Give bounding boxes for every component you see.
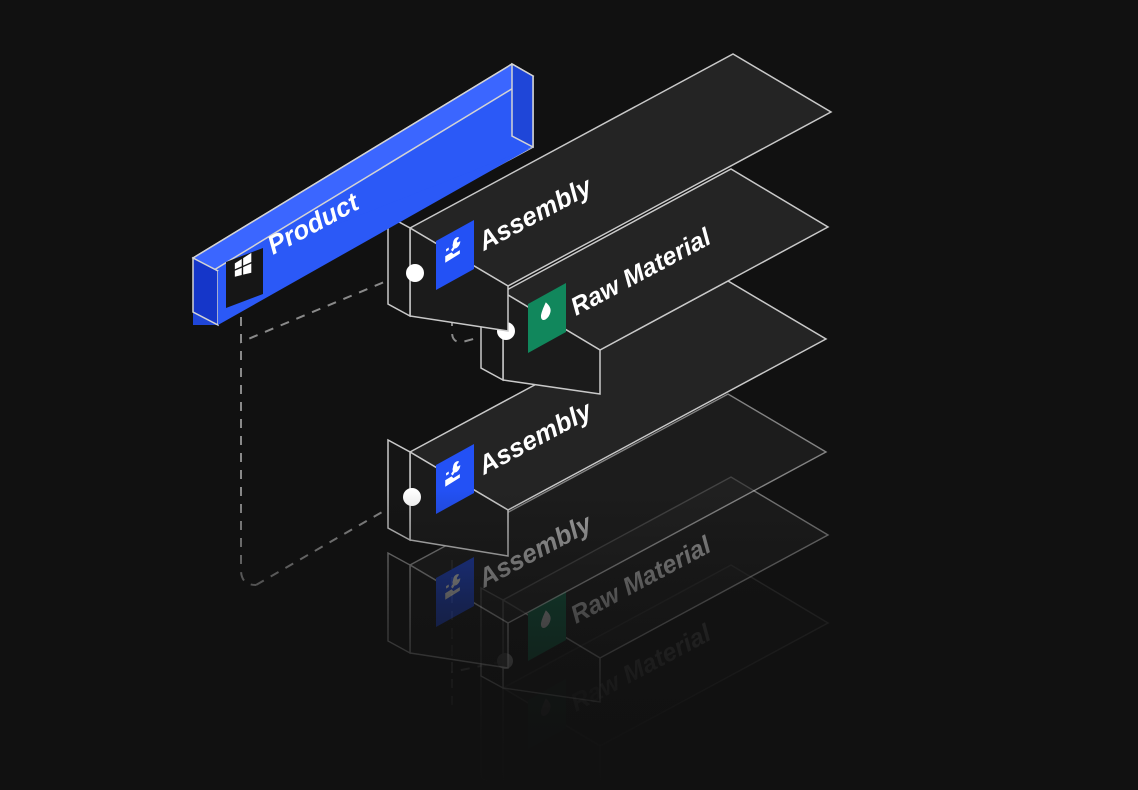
connector-dot-assembly-2[interactable] bbox=[403, 488, 421, 506]
bar-left-cap bbox=[387, 214, 411, 318]
node-product-1[interactable]: Product bbox=[191, 62, 535, 327]
product-grid-icon bbox=[226, 248, 263, 308]
assembly-tool-icon bbox=[436, 220, 474, 290]
connector-trunk bbox=[240, 300, 257, 586]
node-assembly-1[interactable]: Assembly bbox=[387, 53, 833, 332]
bar-left-cap bbox=[387, 551, 411, 655]
bar-body bbox=[218, 147, 533, 325]
connector-product-to-assembly-1 bbox=[240, 271, 409, 344]
connector-assembly-1-to-raw-1 bbox=[451, 300, 504, 343]
connector-dot-assembly-1[interactable] bbox=[406, 264, 424, 282]
bar-right-cap bbox=[511, 62, 534, 149]
raw-material-drop-icon bbox=[528, 283, 566, 353]
connector-product-to-assembly-2 bbox=[255, 496, 409, 586]
bar-left-cap bbox=[480, 674, 504, 790]
